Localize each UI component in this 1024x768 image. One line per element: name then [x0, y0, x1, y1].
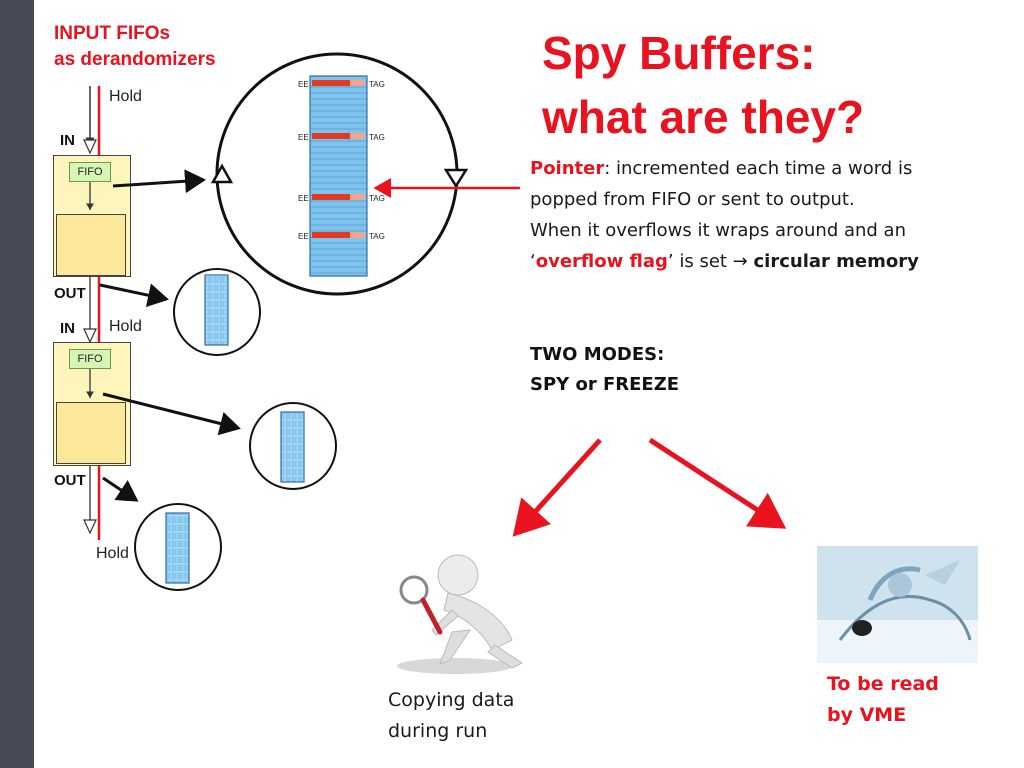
pointer-description-line4: ‘overflow flag’ is set → circular memory [530, 246, 919, 277]
slide-title-line2: what are they? [542, 91, 865, 143]
fifo-label-mid: FIFO [69, 349, 111, 369]
fifo-memory-top [56, 214, 126, 276]
buffer-row-3 [312, 194, 365, 200]
out-to-buffer1-arrow [99, 283, 169, 308]
buffer-row-1 [312, 80, 365, 86]
freeze-mode-arrow [648, 437, 787, 529]
spy-buffer-memory [309, 75, 368, 277]
row1-left: EE [298, 80, 309, 89]
spy-mode-arrow [512, 438, 602, 537]
in-label-top: IN [60, 132, 75, 149]
out-to-buffer3-arrow [102, 476, 139, 502]
hold-label-mid: Hold [109, 318, 142, 335]
pointer-rest: : incremented each time a word is [604, 158, 913, 179]
left-sidebar-bar [0, 0, 34, 768]
out-label-bottom: OUT [54, 472, 86, 489]
spy-figure-illustration [397, 554, 523, 674]
circle-arrow-down-icon [443, 168, 469, 189]
derandomizers-heading: as derandomizers [54, 49, 216, 70]
spy-buffer-circle-small-2 [249, 402, 337, 490]
out-label-top: OUT [54, 285, 86, 302]
hold-label-top: Hold [109, 88, 142, 105]
spy-or-freeze-text: SPY or FREEZE [530, 374, 680, 395]
freeze-caption-line1: To be read [827, 673, 939, 695]
freeze-image-illustration [817, 546, 978, 663]
two-modes-heading: TWO MODES: [530, 344, 665, 365]
freeze-caption-line2: by VME [827, 704, 907, 726]
pointer-description-line3: When it overflows it wraps around and an [530, 220, 906, 241]
pointer-term: Pointer [530, 158, 605, 179]
row3-left: EE [298, 194, 309, 203]
fifo-memory-mid [56, 402, 126, 464]
pointer-description-line2: popped from FIFO or sent to output. [530, 189, 855, 210]
spy-caption-line1: Copying data [388, 689, 515, 711]
overflow-flag-term: overflow flag [535, 251, 668, 272]
row4-right: TAG [369, 232, 385, 241]
spy-buffer-circle-large [215, 52, 459, 296]
spy-caption-line2: during run [388, 720, 488, 742]
circular-memory-term: circular memory [753, 251, 919, 272]
quote-open: ‘ [530, 251, 536, 272]
row1-right: TAG [369, 80, 385, 89]
spy-buffer-circle-small-3 [134, 503, 222, 591]
row2-left: EE [298, 133, 309, 142]
in-label-mid: IN [60, 320, 75, 337]
row2-right: TAG [369, 133, 385, 142]
slide-title-line1: Spy Buffers: [542, 27, 816, 79]
in-arrow-top [83, 139, 97, 155]
input-fifos-heading: INPUT FIFOs [54, 23, 171, 44]
spy-buffer-circle-small-1 [173, 268, 261, 356]
buffer-row-2 [312, 133, 365, 139]
row3-right: TAG [369, 194, 385, 203]
row4-left: EE [298, 232, 309, 241]
fifo-label-top: FIFO [69, 162, 111, 182]
is-set-text: ’ is set → [667, 251, 754, 272]
hold-label-bottom: Hold [96, 545, 129, 562]
pointer-description-line1: Pointer: incremented each time a word is [530, 153, 912, 184]
circle-arrow-up-icon [210, 163, 234, 184]
buffer-row-4 [312, 232, 365, 238]
